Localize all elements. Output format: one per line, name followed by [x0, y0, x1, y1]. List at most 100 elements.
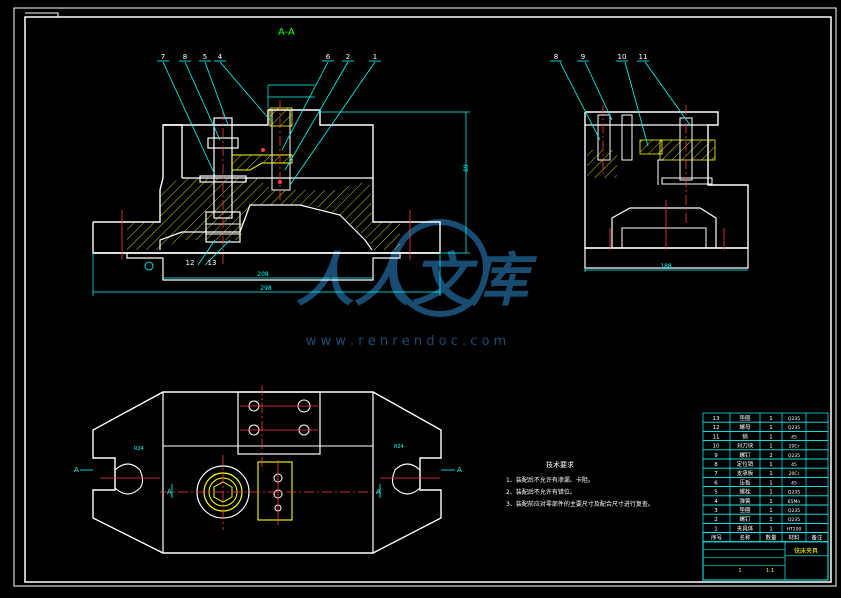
front-body-hatch: [127, 178, 400, 250]
bom-no: 6: [714, 480, 718, 486]
bom-name: 夹具体: [737, 524, 754, 532]
bom-row: [702, 412, 829, 423]
bom-row: [702, 421, 829, 432]
side-set-block: [639, 139, 663, 155]
side-washer: [661, 177, 713, 185]
bom-qty: 2: [769, 453, 773, 459]
part-label: 7: [161, 53, 165, 61]
bom-no: 4: [714, 499, 718, 505]
plan-slot-left: [114, 463, 144, 495]
bom-qty: 1: [769, 434, 773, 440]
part-label: 9: [581, 53, 585, 61]
dim-side-width: 188: [660, 263, 672, 270]
bom-row: [702, 431, 829, 441]
bom-row: [702, 504, 829, 515]
plan-outline: [92, 391, 442, 554]
side-slot-inner: [621, 227, 707, 248]
bom-qty: 1: [769, 490, 773, 496]
front-right-step: [92, 185, 441, 254]
side-view: 188: [559, 61, 749, 272]
bom-qty: 1: [769, 462, 773, 468]
plan-clamp-nut: [213, 481, 233, 503]
radius-label-right: R24: [394, 444, 404, 450]
bom-row: [702, 513, 829, 524]
part-label: 11: [639, 53, 648, 61]
bom-material: 65Mn: [788, 499, 801, 505]
part-label: 6: [326, 53, 331, 61]
bom-no: 11: [713, 434, 720, 440]
note-1: 1、装配后不允许有渗漏、卡阻。: [506, 476, 594, 484]
radius-label-left: R24: [134, 446, 144, 452]
bom-row: [702, 486, 829, 497]
bom-header-cell: 材料: [788, 534, 800, 542]
bom-no: 9: [714, 453, 718, 459]
plan-view: A A A A R24 R24: [74, 385, 462, 554]
plan-slot-right: [391, 463, 421, 495]
part-label: 10: [618, 53, 627, 61]
bom-qty: 1: [769, 425, 773, 431]
note-2: 2、装配后不允许有错位。: [506, 488, 576, 496]
bolt-center-mark: [261, 148, 265, 152]
bom-qty: 1: [769, 416, 773, 422]
dim-width-inner: 208: [257, 271, 269, 278]
drawing-name: 铣床夹具: [794, 547, 818, 555]
bom-no: 3: [714, 508, 718, 514]
part-label: 1: [373, 53, 377, 61]
bom-qty: 1: [769, 508, 773, 514]
dim-width-overall: 298: [260, 285, 272, 292]
bom-row: [702, 449, 829, 460]
bom-header-cell: 数量: [765, 534, 777, 542]
bom-material: Q235: [788, 517, 800, 523]
bom-material: 45: [791, 462, 797, 468]
bom-no: 10: [713, 444, 720, 450]
section-mark-mid-right: A: [376, 488, 381, 496]
stud-top-hatch: [269, 107, 293, 127]
bom-row: [702, 477, 829, 487]
corner-tab: [25, 12, 59, 18]
side-bolt-2: [621, 114, 633, 161]
side-leaders: [559, 61, 748, 272]
side-base: [584, 248, 749, 269]
bom-material: 45: [791, 480, 797, 486]
part-label: 12: [186, 259, 195, 267]
part-label: 2: [346, 53, 350, 61]
drawing-scale: 1:1: [766, 568, 774, 574]
part-label: 5: [203, 53, 207, 61]
front-top-block: [163, 109, 374, 185]
side-notch: [657, 159, 664, 185]
bom-qty: 1: [769, 444, 773, 450]
bom-row: [702, 523, 829, 533]
side-bolt-1: [597, 114, 611, 161]
section-title: A-A: [278, 27, 295, 38]
bom-material: HT200: [787, 526, 802, 532]
section-mark-right: A: [457, 466, 462, 474]
bom-row: [702, 495, 829, 506]
bom-name: 螺母: [739, 423, 751, 431]
dim-height-right: 89: [463, 164, 470, 172]
bom-no: 8: [714, 462, 718, 468]
front-leaders: [162, 61, 376, 266]
bom-name: 螺栓: [739, 488, 751, 496]
bom-no: 12: [713, 425, 720, 431]
bom-name: 压板: [739, 478, 751, 486]
watermark: 人人文库 w w w . r e n r e n d o c . c o m: [296, 219, 538, 349]
bom-name: 垫圈: [739, 506, 751, 514]
bom-header-cell: 名称: [739, 534, 751, 542]
bolt-center-mark-2: [278, 180, 282, 184]
bom-material: 20Cr: [789, 471, 800, 477]
front-base-bottom: [126, 253, 401, 281]
bom-no: 1: [714, 526, 718, 532]
bom-material: Q235: [788, 508, 800, 514]
bom-material: Q235: [788, 416, 800, 422]
bom-no: 7: [714, 471, 718, 477]
bom-no: 2: [714, 517, 718, 523]
title-block: [702, 541, 829, 581]
inner-frame: [24, 16, 832, 583]
section-mark-mid-left: A: [167, 488, 172, 496]
bom-no: 13: [713, 416, 720, 422]
outer-frame: [13, 7, 837, 587]
